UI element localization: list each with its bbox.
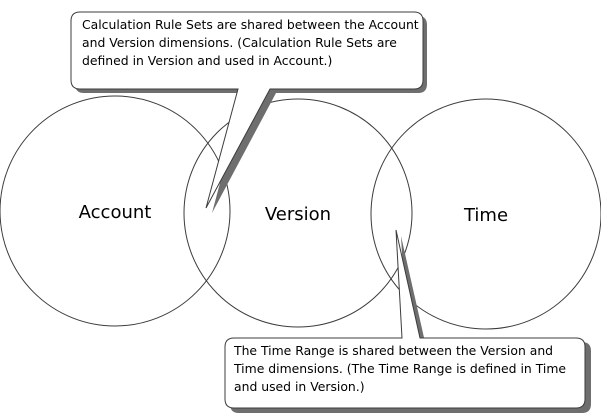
- version-circle: [183, 98, 413, 328]
- account-circle: [0, 95, 231, 327]
- callout-line: and Version dimensions. (Calculation Rul…: [82, 35, 397, 50]
- time-circle: [370, 98, 601, 330]
- version-label: Version: [265, 204, 331, 225]
- circles: [0, 95, 601, 330]
- callout-line: defined in Version and used in Account.): [82, 53, 332, 68]
- callout-bubble: [224, 229, 586, 409]
- callout-line: The Time Range is shared between the Ver…: [233, 343, 553, 358]
- account-label: Account: [79, 202, 152, 223]
- callout-line: Calculation Rule Sets are shared between…: [82, 17, 419, 32]
- callout-bubble: [70, 11, 424, 209]
- callout-line: and used in Version.): [234, 379, 365, 394]
- callout-time-range: The Time Range is shared between the Ver…: [224, 229, 591, 413]
- callout-line: Time dimensions. (The Time Range is defi…: [233, 361, 566, 376]
- time-label: Time: [463, 205, 508, 226]
- callout-calculation-rule-sets: Calculation Rule Sets are shared between…: [70, 11, 427, 213]
